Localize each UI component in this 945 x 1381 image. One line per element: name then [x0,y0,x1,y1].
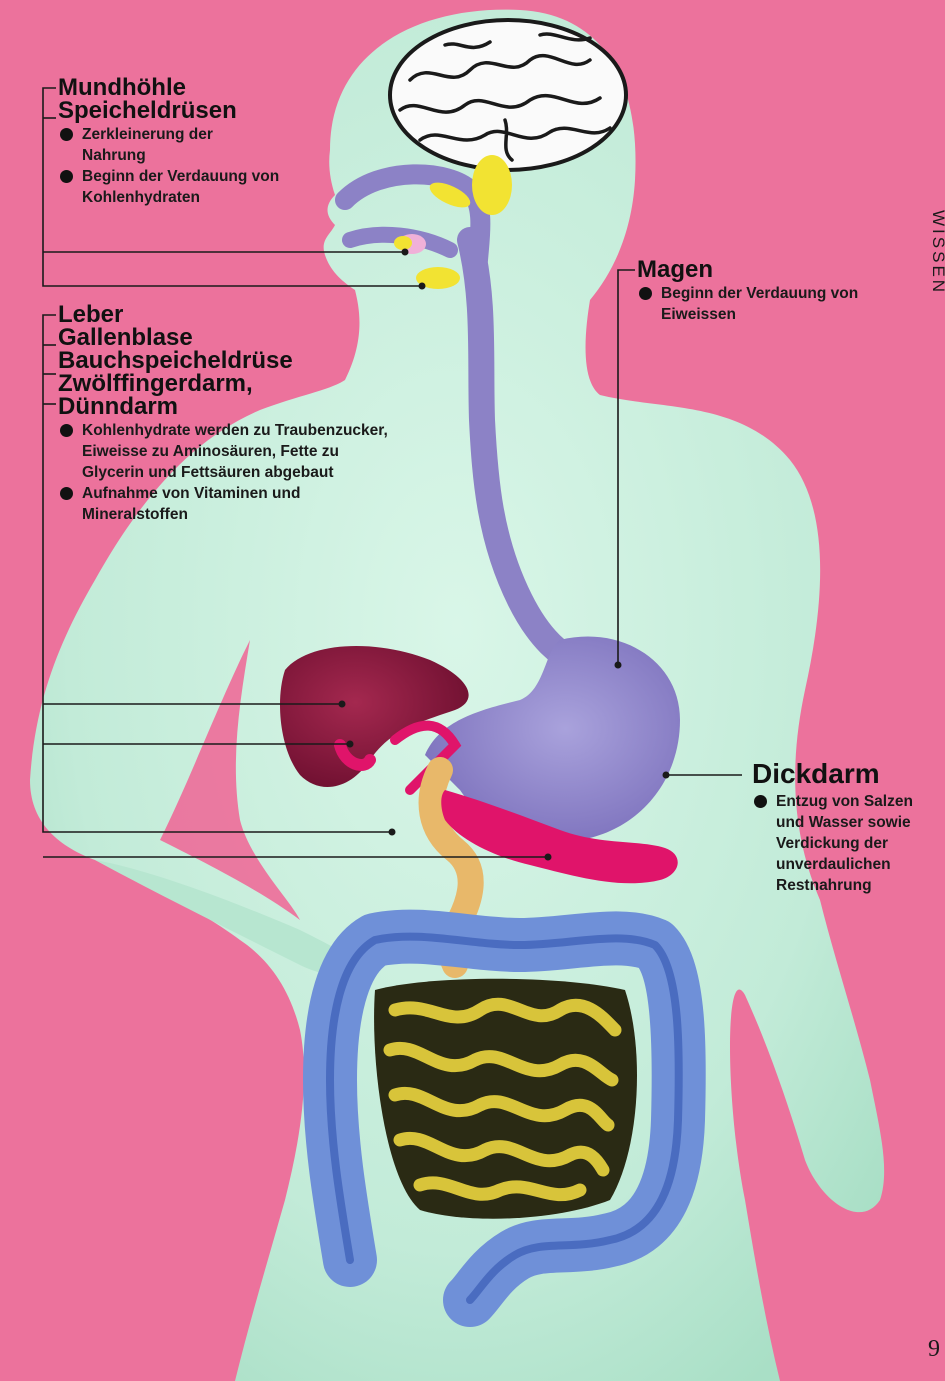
mouth-bullet-1: Zerkleinerung der Nahrung [58,124,272,166]
heading-speicheldruesen: Speicheldrüsen [58,99,318,122]
digestive-glands-bullets: Kohlenhydrate werden zu Traubenzucker, E… [58,420,398,525]
heading-leber: Leber [58,303,398,326]
heading-dickdarm: Dickdarm [752,759,942,789]
mouth-bullets: Zerkleinerung der Nahrung Beginn der Ver… [58,124,318,208]
brain [390,20,626,170]
label-stomach: Magen Beginn der Verdauung von Eiweissen [637,258,892,325]
stomach-bullets: Beginn der Verdauung von Eiweissen [637,283,892,325]
mouth-bullet-2: Beginn der Verdauung von Kohlenhydraten [58,166,297,208]
heading-bauchspeicheldruese: Bauchspeicheldrüse [58,349,398,372]
large-intestine-bullet-1: Entzug von Salzen und Wasser sowie Verdi… [752,791,936,896]
heading-zwoelffingerdarm: Zwölffingerdarm, [58,372,398,395]
heading-mundhoehle: Mundhöhle [58,76,318,99]
label-mouth: Mundhöhle Speicheldrüsen Zerkleinerung d… [58,76,318,208]
small-intestine [374,979,637,1219]
page-number: 9 [928,1336,940,1363]
side-section-label: WISSEN [928,210,945,295]
label-large-intestine: Dickdarm Entzug von Salzen und Wasser so… [752,759,942,896]
heading-magen: Magen [637,258,892,281]
heading-gallenblase: Gallenblase [58,326,398,349]
stomach-bullet-1: Beginn der Verdauung von Eiweissen [637,283,896,325]
digestive-glands-bullet-2: Aufnahme von Vitaminen und Mineralstoffe… [58,483,382,525]
digestive-glands-bullet-1: Kohlenhydrate werden zu Traubenzucker, E… [58,420,402,483]
heading-duenndarm: Dünndarm [58,395,398,418]
label-digestive-glands: Leber Gallenblase Bauchspeicheldrüse Zwö… [58,303,398,525]
large-intestine-bullets: Entzug von Salzen und Wasser sowie Verdi… [752,791,942,896]
